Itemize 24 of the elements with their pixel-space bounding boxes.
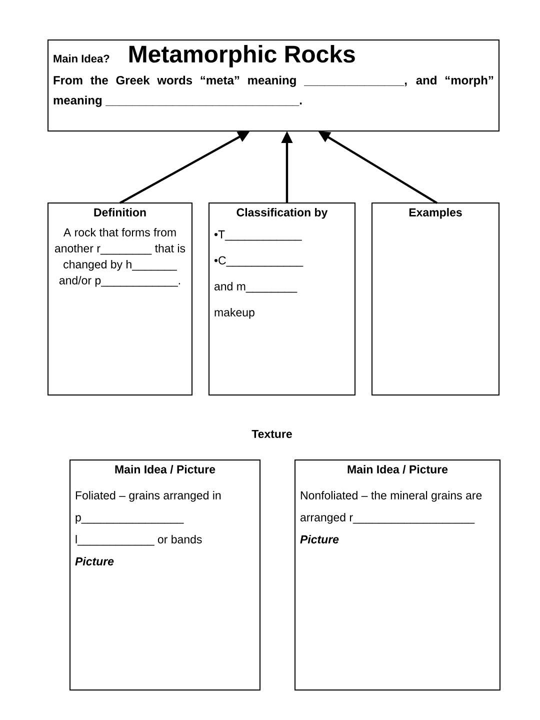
definition-text: A rock that forms from another r________ that is changed by h_______ and/or p____________.	[54, 228, 186, 287]
fill-in-line: •T____________	[214, 230, 302, 241]
examples-box	[372, 202, 500, 396]
body-text: Nonfoliated – the mineral grains are arranged r___________________	[300, 491, 482, 524]
fill-in-line: makeup	[214, 308, 254, 319]
heading: Classification by	[236, 208, 328, 219]
fill-in-line: and m________	[214, 282, 298, 293]
section-label: Texture	[252, 430, 292, 438]
classification-box	[208, 202, 356, 396]
title: Metamorphic Rocks	[129, 45, 355, 68]
picture-label: Picture	[75, 557, 114, 566]
heading: Main Idea / Picture	[348, 465, 448, 474]
heading: Main Idea / Picture	[115, 465, 216, 474]
prompt-text: From the Greek words “meta” meaning _______________, and “morph” meaning _____________________________.	[54, 76, 494, 107]
heading: Examples	[409, 208, 462, 219]
texture-box	[294, 460, 500, 690]
title-box	[48, 40, 500, 132]
heading: Definition	[94, 208, 146, 216]
texture-box	[70, 460, 260, 690]
picture-label: Picture	[300, 535, 339, 544]
body-text: Foliated – grains arranged in p________________ l____________ or bands	[76, 491, 221, 546]
heading: Main Idea?	[54, 54, 110, 62]
definition-box	[48, 202, 192, 396]
fill-in-line: •C____________	[214, 256, 304, 267]
